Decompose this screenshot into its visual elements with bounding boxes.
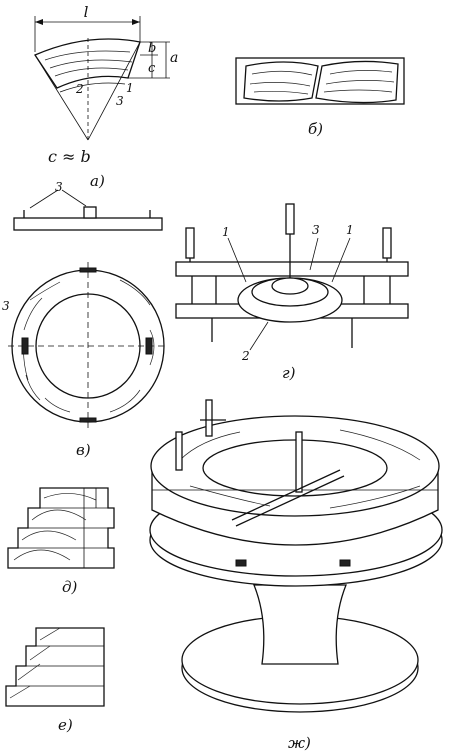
formula-label: c ≈ b xyxy=(48,147,91,166)
caption-b: б) xyxy=(308,120,323,138)
dim-a-label: a xyxy=(170,50,178,66)
callout-g-3: 3 xyxy=(312,223,320,237)
figure-g-clamp-press: 1 3 1 2 г) xyxy=(175,203,409,382)
caption-g: г) xyxy=(282,364,296,382)
callout-1: 1 xyxy=(126,81,134,95)
caption-a: а) xyxy=(90,172,105,190)
dim-b-label: b xyxy=(148,41,156,56)
figure-b-glued-board: б) xyxy=(235,57,405,138)
callout-v-top: 3 xyxy=(55,180,63,194)
callout-2: 2 xyxy=(75,82,84,96)
callout-3: 3 xyxy=(116,94,124,108)
caption-v: в) xyxy=(76,441,91,459)
figure-d-stepped-joint: д) xyxy=(7,487,115,596)
caption-e: е) xyxy=(58,716,73,734)
figure-v-ring: 3 3 в) xyxy=(2,180,168,459)
dim-c-label: c xyxy=(148,61,156,76)
callout-v-left: 3 xyxy=(2,299,10,313)
dim-l-label: l xyxy=(84,3,89,21)
callout-g-1-left: 1 xyxy=(222,225,230,239)
caption-d: д) xyxy=(62,578,78,596)
callout-g-1-right: 1 xyxy=(346,223,354,237)
caption-zh: ж) xyxy=(288,734,311,752)
figure-zh-pedestal-ring: ж) xyxy=(149,399,443,752)
callout-g-2: 2 xyxy=(241,349,250,363)
figure-e-stepped-joint: е) xyxy=(5,627,105,734)
figure-a-wedge-segment: l c b a 1 2 3 c ≈ b а) xyxy=(34,3,178,190)
